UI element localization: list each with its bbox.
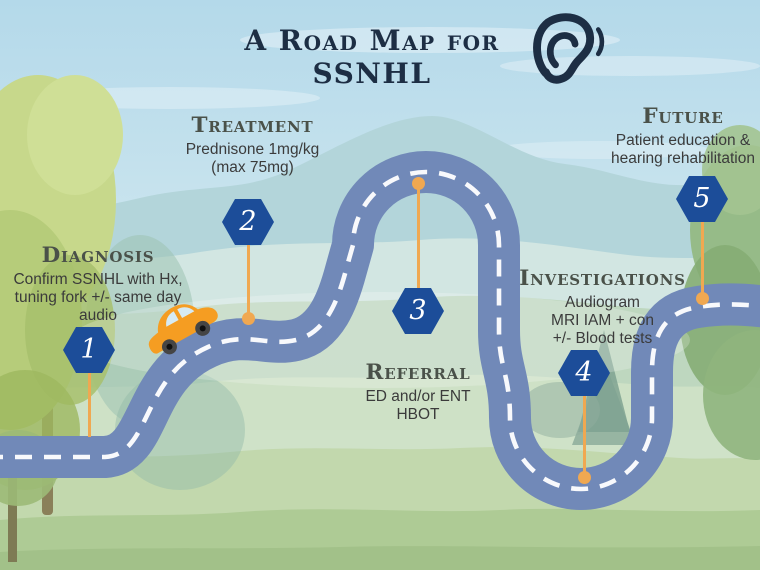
marker-number-1: 1 (80, 334, 98, 365)
ear-icon (533, 13, 605, 84)
stage-text-line: HBOT (396, 406, 440, 423)
connector-dot-5 (695, 291, 709, 305)
stage-referral: Referral ED and/or ENT HBOT (318, 360, 518, 424)
connector-5 (700, 222, 704, 299)
connector-dot-3 (411, 176, 425, 190)
mist (70, 292, 690, 388)
stage-future: Future Patient education & hearing rehab… (598, 104, 760, 168)
stage-text-line: Patient education & (615, 132, 751, 149)
connector-2 (246, 245, 250, 319)
marker-step-5: 5 (676, 176, 728, 222)
stage-text-line: Prednisone 1mg/kg (185, 141, 320, 158)
connector-3 (416, 183, 420, 288)
trees-right (520, 125, 760, 460)
stage-text-line: Audiogram (565, 294, 640, 311)
marker-number-2: 2 (239, 206, 257, 237)
connector-dot-2 (241, 311, 255, 325)
stage-text-line: Confirm SSNHL with Hx, (13, 271, 183, 288)
connector-dot-4 (577, 470, 591, 484)
stage-title-treatment: Treatment (191, 113, 314, 138)
stage-text-line: +/- Blood tests (552, 330, 653, 347)
page-title: A Road Map for SSNHL (244, 24, 500, 90)
car-icon (148, 304, 218, 355)
sound-wave-icon (595, 27, 605, 57)
marker-number-4: 4 (575, 357, 593, 388)
stage-title-investigations: Investigations (519, 266, 686, 291)
marker-step-4: 4 (558, 350, 610, 396)
clouds (20, 27, 760, 159)
connector-4 (582, 396, 586, 478)
stage-investigations: Investigations Audiogram MRI IAM + con +… (505, 266, 700, 348)
stage-title-referral: Referral (365, 360, 471, 385)
stage-text-line: ED and/or ENT (365, 388, 471, 405)
stage-title-diagnosis: Diagnosis (41, 243, 155, 268)
road (0, 151, 760, 510)
stage-text-line: (max 75mg) (211, 159, 294, 176)
stage-diagnosis: Diagnosis Confirm SSNHL with Hx, tuning … (0, 243, 196, 325)
stage-text-line: tuning fork +/- same day (14, 289, 182, 306)
stage-text-line: MRI IAM + con (551, 312, 654, 329)
marker-number-5: 5 (693, 183, 711, 214)
marker-number-3: 3 (409, 295, 427, 326)
connector-1 (87, 373, 91, 437)
grass-strip (0, 546, 760, 570)
stage-text-line: audio (79, 307, 117, 324)
stage-text-line: hearing rehabilitation (611, 150, 755, 167)
stage-treatment: Treatment Prednisone 1mg/kg (max 75mg) (150, 113, 355, 177)
stage-title-future: Future (642, 104, 724, 129)
